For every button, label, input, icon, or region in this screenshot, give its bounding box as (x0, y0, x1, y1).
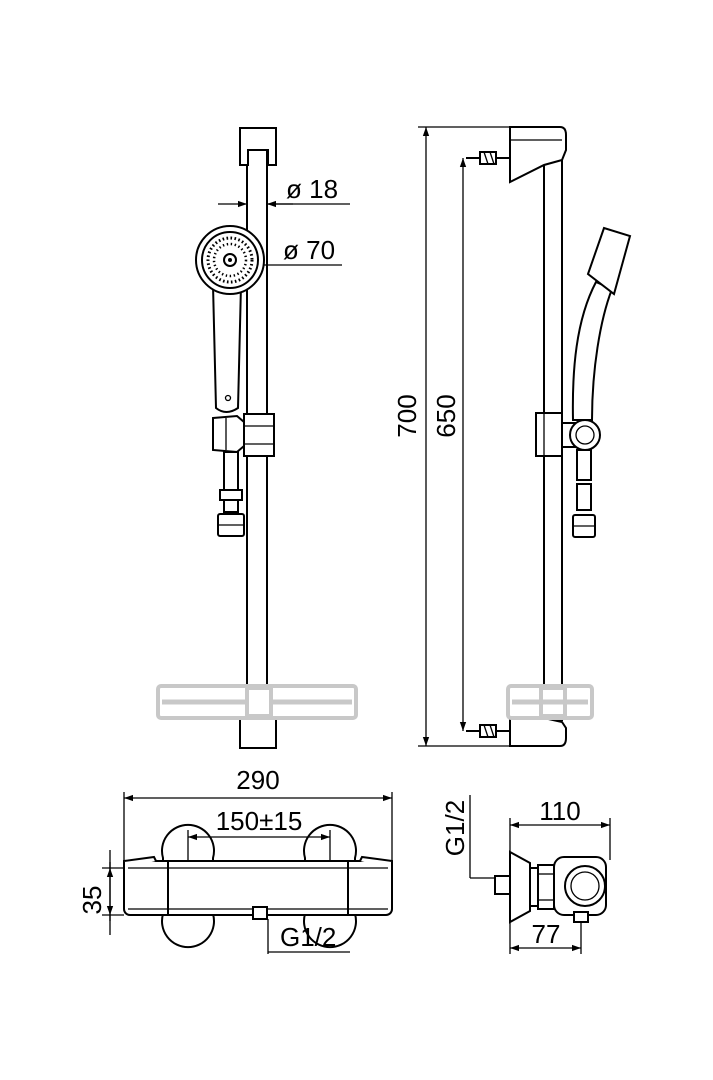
hand-shower-side (571, 280, 614, 421)
total-height-dimension: 700 (392, 126, 510, 747)
mixer-width-label: 290 (236, 765, 279, 795)
side-body-depth-dimension: 77 (509, 919, 582, 954)
mixer-depth-label: 35 (77, 886, 107, 915)
rail-diameter-dimension: ø 18 (218, 174, 350, 208)
holder-front (212, 414, 245, 454)
hand-shower-head-front (195, 225, 265, 295)
slider-front (243, 413, 275, 457)
head-diameter-label: ø 70 (283, 235, 335, 265)
bracket-spacing-label: 650 (431, 394, 461, 437)
mixer-depth-dimension: 35 (77, 850, 124, 935)
front-view-mixer: 290 150±15 35 G1/2 (77, 765, 393, 954)
front-view-shower-rail: ø 18 ø 70 (156, 127, 358, 749)
mixer-outlet-front (252, 906, 268, 920)
holder-knob-side (569, 419, 601, 451)
side-depth-label: 110 (539, 796, 580, 826)
top-bracket-side (509, 126, 567, 184)
top-bracket-front (239, 127, 277, 166)
hand-shower-handle-front (211, 284, 243, 413)
outlet-thread-dimension: G1/2 (267, 919, 350, 954)
inlet-spacing-dimension: 150±15 (187, 806, 331, 861)
inlet-spacing-label: 150±15 (216, 806, 303, 836)
soap-dish-side (506, 684, 594, 720)
soap-dish-front (156, 684, 358, 720)
side-view-shower-rail: 700 650 (392, 126, 632, 747)
hand-shower-head-side (586, 226, 632, 296)
mixer-rosette-side (509, 850, 531, 924)
head-diameter-dimension: ø 70 (264, 235, 342, 266)
inlet-thread-dimension: G1/2 (440, 795, 496, 879)
bottom-wall-screw (466, 724, 510, 738)
total-height-label: 700 (392, 394, 422, 437)
rail-diameter-label: ø 18 (286, 174, 338, 204)
side-body-depth-label: 77 (532, 919, 561, 949)
inlet-thread-label: G1/2 (440, 800, 470, 856)
bracket-spacing-dimension: 650 (431, 158, 467, 731)
side-depth-dimension: 110 (509, 796, 611, 860)
top-wall-screw (466, 151, 510, 165)
slider-side (535, 412, 563, 457)
mixer-width-dimension: 290 (123, 765, 393, 861)
hose-connector-front (223, 451, 239, 513)
side-view-mixer: G1/2 110 77 (440, 795, 611, 954)
outlet-thread-label: G1/2 (280, 922, 336, 952)
